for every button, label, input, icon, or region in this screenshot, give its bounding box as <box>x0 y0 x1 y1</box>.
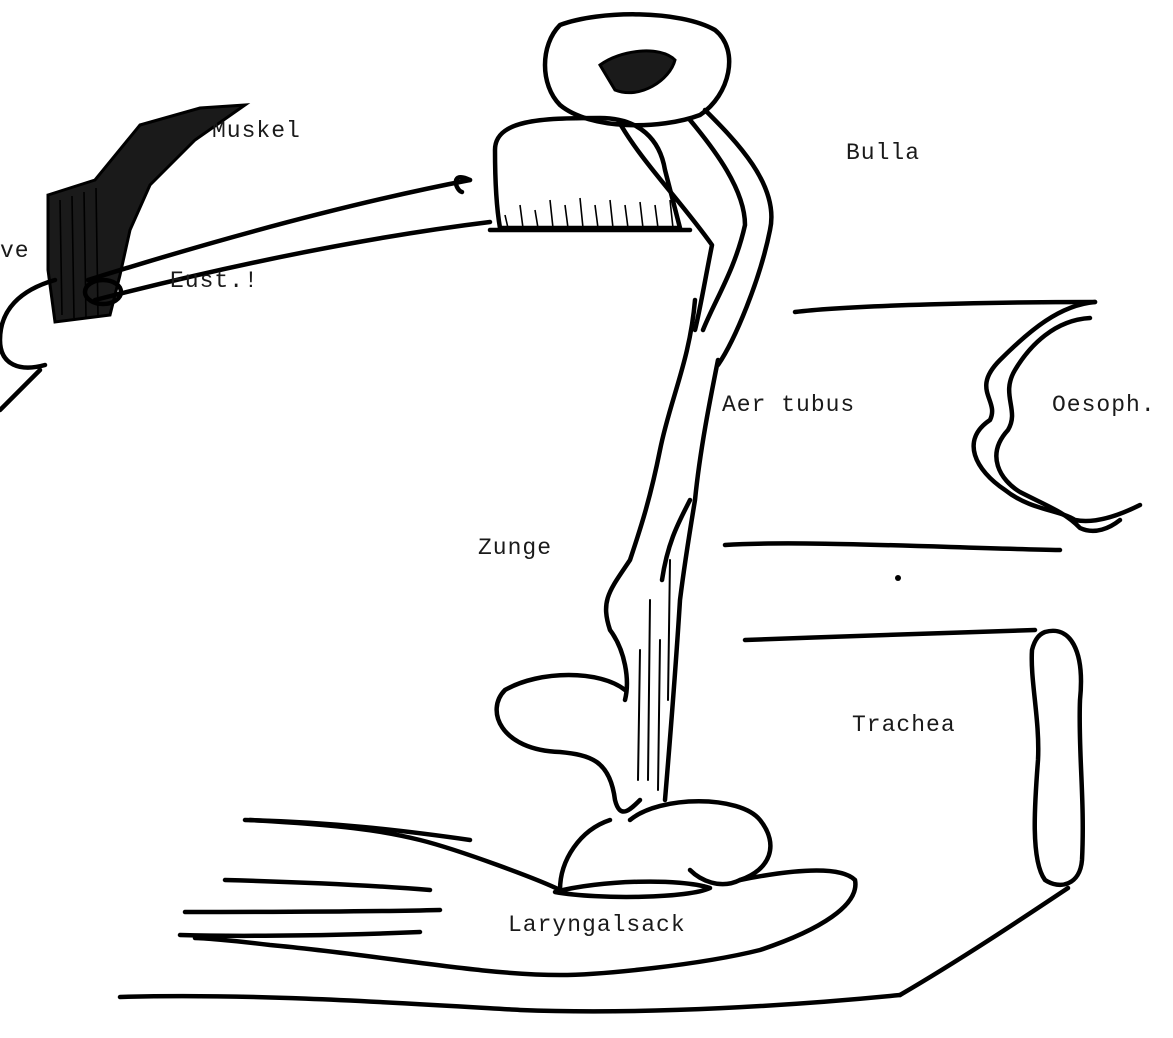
left-curve <box>0 370 40 410</box>
laryngal-slit <box>555 882 710 897</box>
zunge-lobe <box>497 675 640 812</box>
label-zunge: Zunge <box>478 535 552 561</box>
bottom-outline <box>120 995 900 1011</box>
stem-hatch <box>638 560 670 790</box>
finger-line-4 <box>180 932 420 936</box>
label-oesoph: Oesoph. <box>1052 392 1156 418</box>
label-aer-tubus: Aer tubus <box>722 392 855 418</box>
label-trachea: Trachea <box>852 712 956 738</box>
eust-hook <box>456 177 470 192</box>
laryngal-body <box>250 820 610 890</box>
label-laryngalsack: Laryngalsack <box>508 912 686 938</box>
oesoph-top-line <box>795 302 1095 312</box>
label-bulla: Bulla <box>846 140 920 166</box>
oesoph-mid-line <box>725 543 1060 550</box>
left-loop <box>0 280 55 368</box>
tube-outer-right <box>705 110 771 365</box>
trachea-lower-line <box>900 888 1068 995</box>
top-opening <box>545 14 729 125</box>
bulla-box <box>495 118 680 228</box>
finger-line-3 <box>185 910 440 912</box>
stem-right <box>665 360 718 800</box>
bulla-hatch <box>505 198 673 228</box>
trachea-capsule <box>1032 631 1083 885</box>
stray-dot <box>895 575 901 581</box>
trachea-top-line <box>745 630 1035 640</box>
label-muskel: Muskel <box>212 118 301 144</box>
label-left-fragment: ve <box>0 238 30 264</box>
tube-outer-left <box>618 120 712 330</box>
label-eust: Eust.! <box>170 268 259 294</box>
laryngal-lobe <box>630 801 770 884</box>
finger-line-2 <box>225 880 430 890</box>
